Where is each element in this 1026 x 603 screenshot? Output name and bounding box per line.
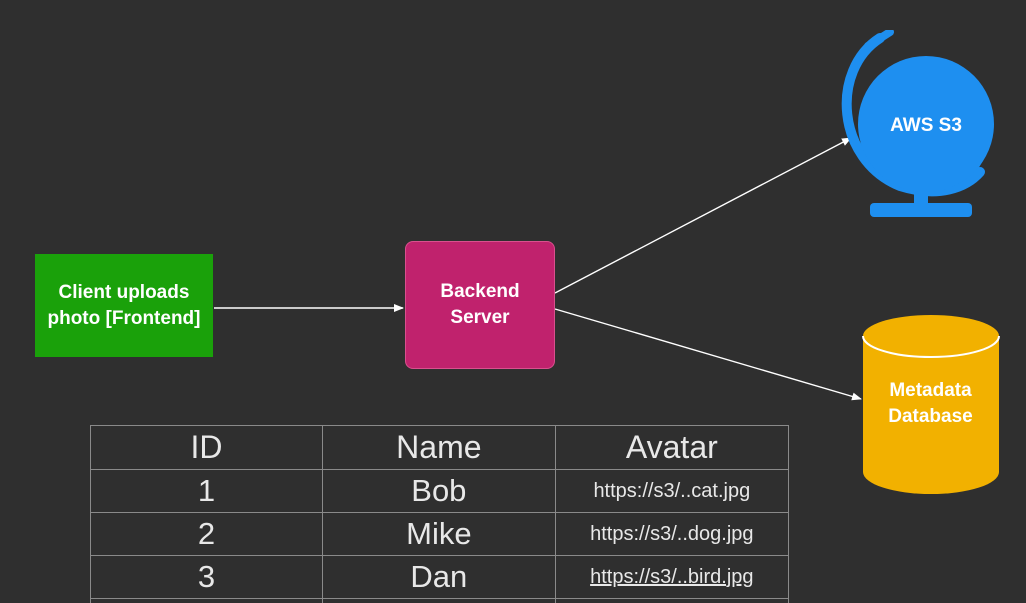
cell-avatar-url: https://s3/..cat.jpg xyxy=(554,469,790,513)
metadata-database-label: Metadata Database xyxy=(888,380,973,427)
client-frontend-node: Client uploads photo [Frontend] xyxy=(35,254,213,357)
table-row: 2 Mike https://s3/..dog.jpg xyxy=(89,512,790,556)
globe-icon xyxy=(841,30,994,217)
cell-empty xyxy=(554,598,790,603)
cell-name: Dan xyxy=(322,555,556,599)
aws-s3-label: AWS S3 xyxy=(890,115,962,136)
arrow-backend-to-database xyxy=(554,308,862,401)
cell-name: Bob xyxy=(322,469,556,513)
metadata-table: ID Name Avatar 1 Bob https://s3/..cat.jp… xyxy=(89,425,790,603)
table-row: 3 Dan https://s3/..bird.jpg xyxy=(89,555,790,599)
backend-server-node: Backend Server xyxy=(405,241,555,369)
avatar-link[interactable]: https://s3/..bird.jpg xyxy=(590,565,754,588)
column-header-name: Name xyxy=(322,425,556,470)
cell-avatar-url: https://s3/..dog.jpg xyxy=(554,512,790,556)
cell-avatar-url[interactable]: https://s3/..bird.jpg xyxy=(554,555,790,599)
cell-empty xyxy=(322,598,556,603)
table-row-partial xyxy=(89,598,790,603)
arrow-backend-to-s3 xyxy=(554,137,852,294)
column-header-avatar: Avatar xyxy=(554,425,790,470)
table-row: 1 Bob https://s3/..cat.jpg xyxy=(89,469,790,513)
table-header-row: ID Name Avatar xyxy=(89,425,790,470)
column-header-id: ID xyxy=(89,425,324,470)
cell-id: 3 xyxy=(89,555,324,599)
cell-name: Mike xyxy=(322,512,556,556)
cell-empty xyxy=(89,598,324,603)
cell-id: 2 xyxy=(89,512,324,556)
database-cylinder-icon xyxy=(862,315,1000,494)
cell-id: 1 xyxy=(89,469,324,513)
